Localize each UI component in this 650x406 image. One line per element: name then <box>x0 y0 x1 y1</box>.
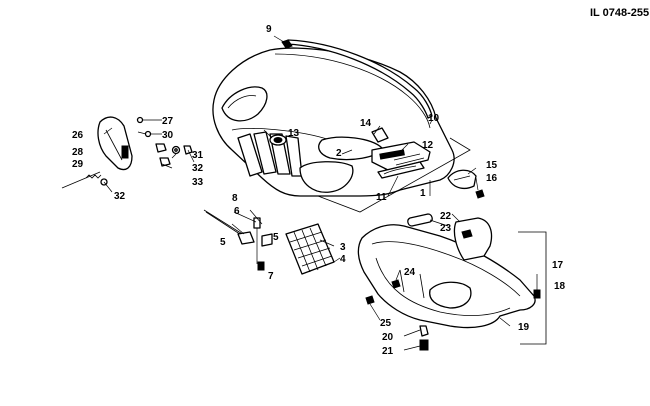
callout-29: 29 <box>72 159 84 170</box>
callout-14: 14 <box>360 118 372 129</box>
callout-32-upper: 32 <box>192 163 204 174</box>
callout-10: 10 <box>428 113 440 124</box>
callout-17: 17 <box>552 260 564 271</box>
callout-25: 25 <box>380 318 392 329</box>
callout-labels: 1 2 3 4 5 5 6 7 8 9 10 11 12 13 14 15 16… <box>72 24 566 357</box>
callout-18: 18 <box>554 281 566 292</box>
callout-7: 7 <box>268 271 274 282</box>
leader-lines <box>103 119 511 351</box>
callout-6: 6 <box>234 206 240 217</box>
callout-19: 19 <box>518 322 530 333</box>
callout-33: 33 <box>192 177 204 188</box>
callout-21: 21 <box>382 346 394 357</box>
callout-9: 9 <box>266 24 272 35</box>
callout-24: 24 <box>404 267 416 278</box>
mirror-assembly <box>61 116 195 193</box>
callout-31: 31 <box>192 150 204 161</box>
callout-13: 13 <box>288 128 300 139</box>
callout-11: 11 <box>376 192 387 203</box>
callout-4: 4 <box>340 254 346 265</box>
callout-2: 2 <box>336 148 342 159</box>
mesh-pattern <box>289 227 333 273</box>
callout-16: 16 <box>486 173 498 184</box>
callout-12: 12 <box>422 140 434 151</box>
diagram-code: IL 0748-255 <box>590 7 649 19</box>
hood-assembly <box>212 35 455 197</box>
callout-5-left: 5 <box>220 237 226 248</box>
callout-3: 3 <box>340 242 346 253</box>
callout-1: 1 <box>420 188 426 199</box>
callout-32-lower: 32 <box>114 191 126 202</box>
callout-5-right: 5 <box>273 232 279 243</box>
cable-screen-assembly <box>203 209 341 275</box>
callout-8: 8 <box>232 193 238 204</box>
callout-27: 27 <box>162 116 174 127</box>
latch-assembly <box>447 169 485 199</box>
callout-26: 26 <box>72 130 84 141</box>
callout-15: 15 <box>486 160 498 171</box>
assembly-bracket <box>317 137 471 213</box>
callout-22: 22 <box>440 211 452 222</box>
storage-bin-assembly <box>357 213 541 351</box>
callout-20: 20 <box>382 332 394 343</box>
callout-30: 30 <box>162 130 174 141</box>
bracket-17-18 <box>518 231 547 345</box>
callout-28: 28 <box>72 147 84 158</box>
callout-23: 23 <box>440 223 452 234</box>
